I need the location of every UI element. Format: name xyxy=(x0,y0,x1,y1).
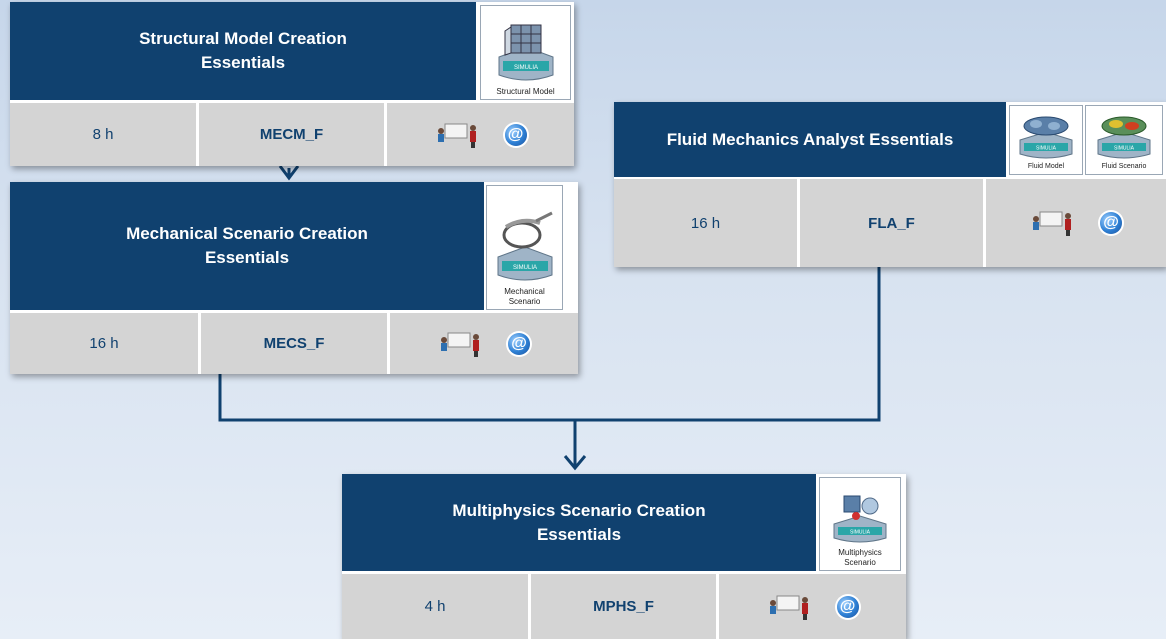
course-duration: 8 h xyxy=(10,103,196,166)
course-info-row-structural: 8 h MECM_F @ xyxy=(10,103,574,166)
arrow-head-multiphysics xyxy=(563,455,587,471)
delivery-icons: @ xyxy=(390,313,578,374)
course-code: MECS_F xyxy=(201,313,387,374)
online-at-icon[interactable]: @ xyxy=(836,595,859,618)
course-card-multiphysics[interactable]: Multiphysics Scenario Creation Essential… xyxy=(342,474,906,639)
course-thumbnail-fluid-model: SIMULIA Fluid Model xyxy=(1009,105,1083,175)
thumbnail-caption: Fluid Model xyxy=(1027,163,1065,170)
course-code: FLA_F xyxy=(800,179,983,267)
thumbnail-caption: Fluid Scenario xyxy=(1101,163,1147,170)
online-at-icon[interactable]: @ xyxy=(504,123,527,146)
course-title-mechanical: Mechanical Scenario Creation Essentials xyxy=(10,182,484,310)
course-thumbnail-structural: SIMULIA Structural Model xyxy=(480,5,571,100)
course-card-structural[interactable]: Structural Model Creation Essentials SIM… xyxy=(10,2,574,166)
course-title-text: Structural Model Creation Essentials xyxy=(139,29,347,72)
brand-label: SIMULIA xyxy=(1036,146,1057,152)
course-duration: 16 h xyxy=(614,179,797,267)
course-duration: 4 h xyxy=(342,574,528,639)
classroom-trainer-icon[interactable] xyxy=(1030,210,1074,236)
course-title-text: Multiphysics Scenario Creation Essential… xyxy=(452,500,706,544)
thumbnail-caption: Structural Model xyxy=(496,87,555,96)
course-info-row-mechanical: 16 h MECS_F @ xyxy=(10,313,578,374)
online-at-icon[interactable]: @ xyxy=(1100,212,1122,234)
course-info-row-multiphysics: 4 h MPHS_F @ xyxy=(342,574,906,639)
course-card-mechanical[interactable]: Mechanical Scenario Creation Essentials … xyxy=(10,182,578,374)
structural-model-icon: SIMULIA xyxy=(498,24,553,81)
thumbnail-caption: Mechanical Scenario xyxy=(504,287,545,306)
multiphysics-scenario-icon: SIMULIA xyxy=(833,495,887,543)
connector-mechanical-to-merge xyxy=(218,374,575,422)
course-thumbnail-fluid-scenario: SIMULIA Fluid Scenario xyxy=(1085,105,1163,175)
course-title-fluid: Fluid Mechanics Analyst Essentials xyxy=(614,102,1006,177)
course-thumbnail-mechanical: SIMULIA Mechanical Scenario xyxy=(486,185,563,310)
course-title-text: Mechanical Scenario Creation Essentials xyxy=(126,224,368,267)
brand-label: SIMULIA xyxy=(512,265,536,271)
delivery-icons: @ xyxy=(986,179,1166,267)
thumbnail-caption: Multiphysics Scenario xyxy=(838,548,882,567)
online-at-icon[interactable]: @ xyxy=(508,332,530,355)
delivery-icons: @ xyxy=(387,103,574,166)
course-thumbnail-multiphysics: SIMULIA Multiphysics Scenario xyxy=(819,477,901,571)
course-code: MECM_F xyxy=(199,103,384,166)
course-info-row-fluid: 16 h FLA_F @ xyxy=(614,179,1166,267)
course-title-multiphysics: Multiphysics Scenario Creation Essential… xyxy=(342,474,816,571)
brand-label: SIMULIA xyxy=(513,65,537,71)
course-card-fluid[interactable]: Fluid Mechanics Analyst Essentials SIMUL… xyxy=(614,102,1166,267)
fluid-scenario-icon: SIMULIA xyxy=(1097,116,1151,159)
connector-fluid-to-merge xyxy=(575,267,881,422)
fluid-model-icon: SIMULIA xyxy=(1019,116,1073,159)
course-duration: 16 h xyxy=(10,313,198,374)
course-code: MPHS_F xyxy=(531,574,716,639)
course-title-structural: Structural Model Creation Essentials xyxy=(10,2,476,100)
classroom-trainer-icon[interactable] xyxy=(767,594,811,620)
classroom-trainer-icon[interactable] xyxy=(435,122,479,148)
classroom-trainer-icon[interactable] xyxy=(438,331,482,357)
brand-label: SIMULIA xyxy=(1114,146,1135,152)
brand-label: SIMULIA xyxy=(850,530,871,536)
mechanical-scenario-icon: SIMULIA xyxy=(497,211,553,281)
delivery-icons: @ xyxy=(719,574,906,639)
course-title-text: Fluid Mechanics Analyst Essentials xyxy=(666,129,954,149)
arrow-head-mechanical xyxy=(278,165,300,181)
